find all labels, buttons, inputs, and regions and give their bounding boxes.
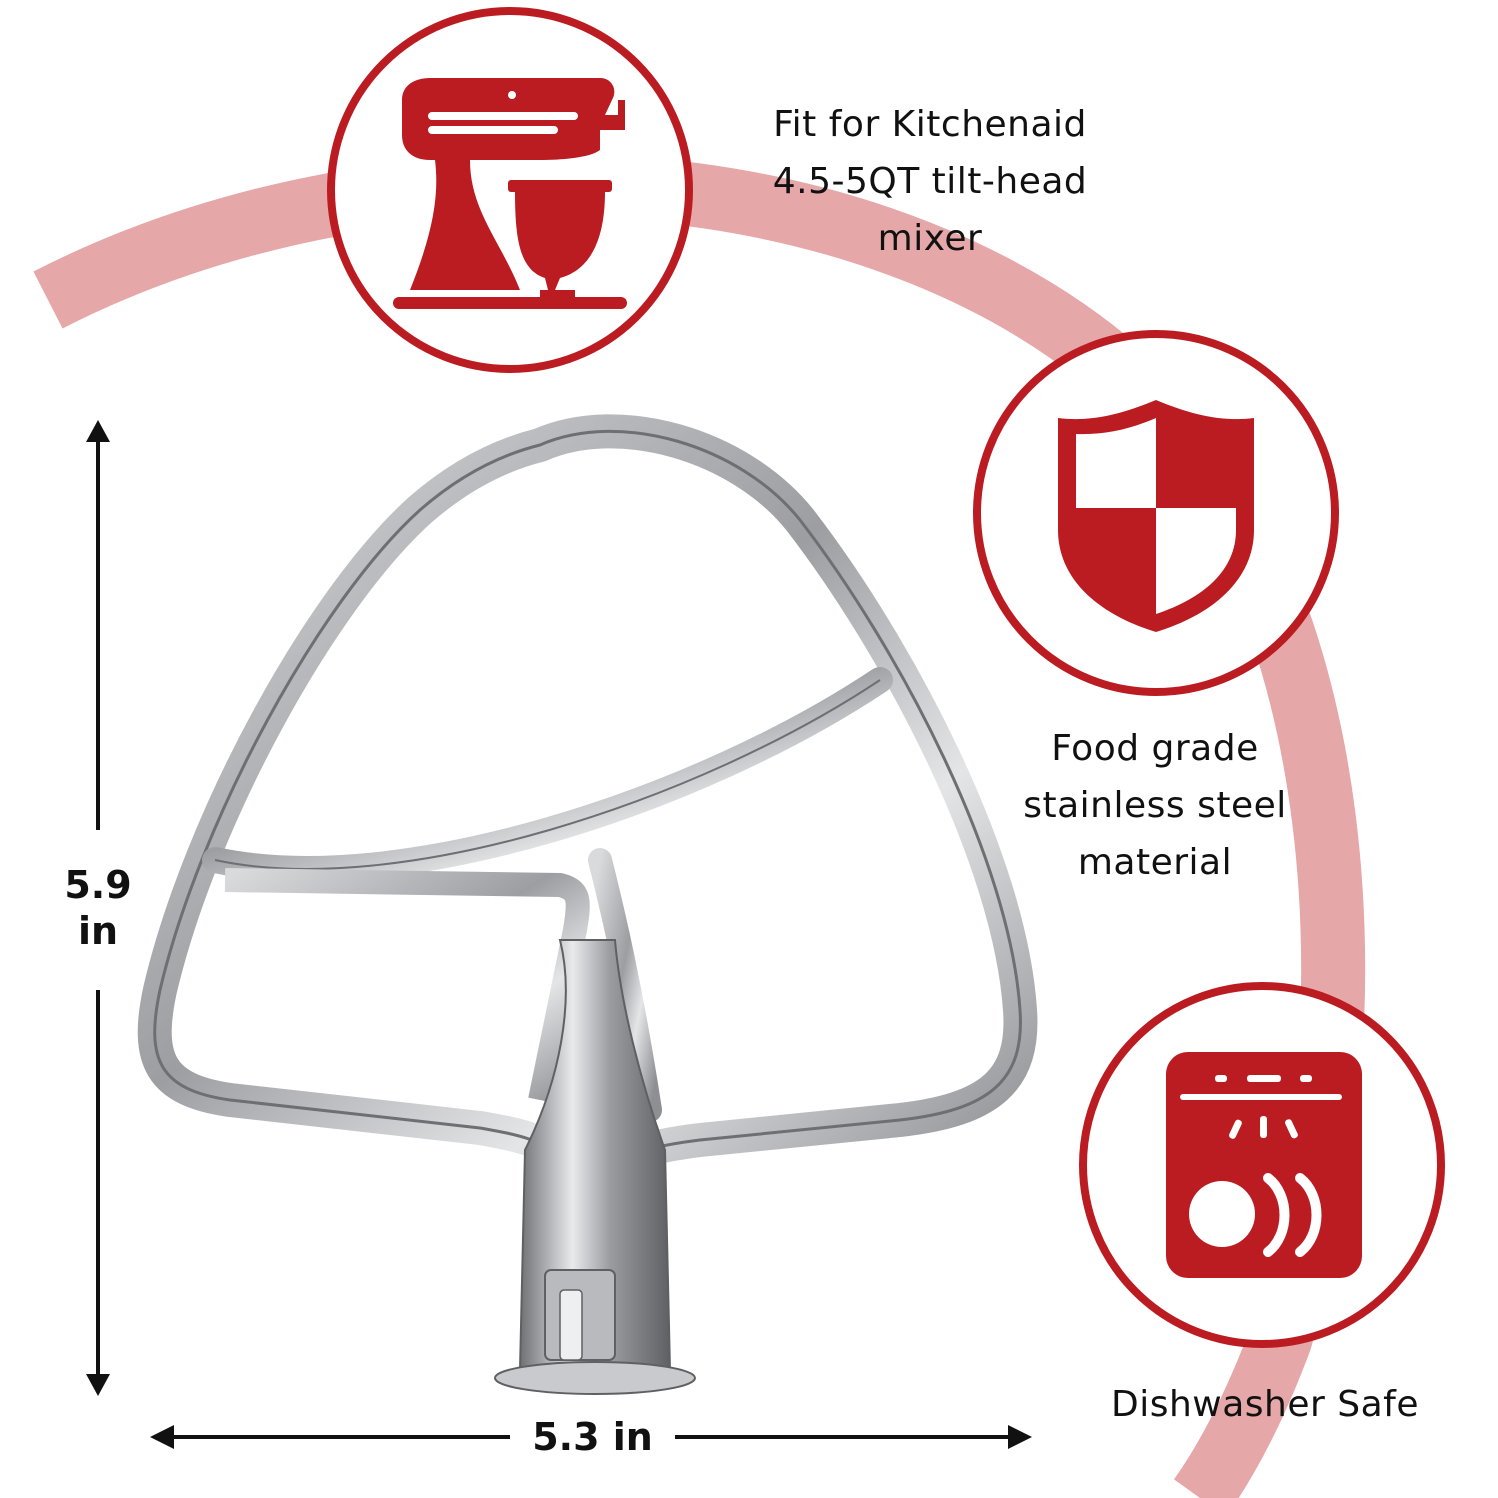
- feature-mixer-line-1: Fit for Kitchenaid: [773, 104, 1087, 145]
- height-value: 5.9: [64, 863, 132, 907]
- feature-mixer-line-3: mixer: [877, 218, 983, 259]
- height-label: 5.9 in: [48, 862, 148, 954]
- feature-material-line-2: stainless steel: [1023, 785, 1287, 826]
- feature-dishwasher-line-1: Dishwasher Safe: [1111, 1384, 1419, 1425]
- width-label: 5.3 in: [532, 1415, 653, 1459]
- height-unit: in: [77, 909, 119, 953]
- feature-material-line-3: material: [1077, 842, 1233, 883]
- feature-material-line-1: Food grade: [1051, 728, 1259, 769]
- feature-dishwasher-text: Dishwasher Safe: [1060, 1376, 1470, 1433]
- feature-mixer-line-2: 4.5-5QT tilt-head: [772, 161, 1088, 202]
- feature-material-text: Food grade stainless steel material: [960, 720, 1350, 891]
- feature-mixer-text: Fit for Kitchenaid 4.5-5QT tilt-head mix…: [710, 96, 1150, 267]
